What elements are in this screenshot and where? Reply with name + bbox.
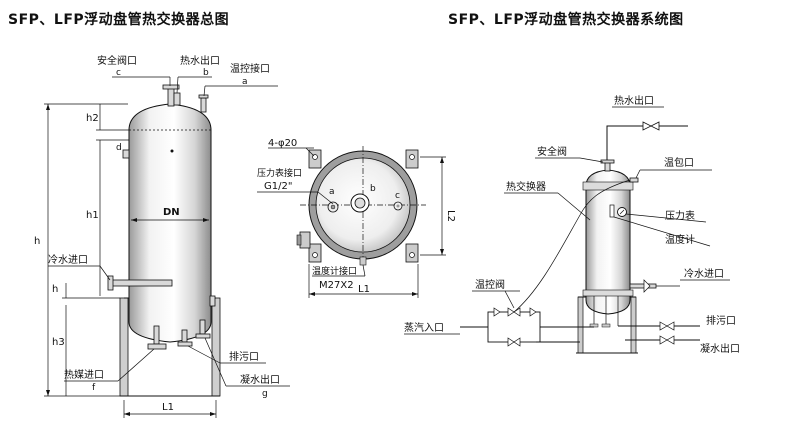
label-h3: h3 [52, 337, 65, 348]
label-g: g [262, 389, 268, 399]
label-holes: 4-φ20 [268, 138, 297, 149]
port-d [122, 149, 130, 159]
label-a-top: a [329, 187, 335, 197]
label-drain-outlet: 排污口 [229, 350, 259, 363]
label-thread: G1/2" [264, 181, 292, 192]
label-a: a [242, 77, 248, 87]
top-view: 4-φ20 压力表接口 G1/2" a b c L2 温度计接口 M27X2 L… [257, 138, 456, 298]
cold-water-inlet-pipe [111, 279, 173, 287]
label-heating-medium-inlet: 热媒进口 [64, 368, 104, 381]
label-drain-outlet-system: 排污口 [706, 314, 736, 327]
label-DN: DN [163, 207, 180, 218]
label-c-top: c [395, 191, 400, 201]
label-L1-top: L1 [358, 284, 370, 295]
label-d: d [116, 143, 122, 153]
label-temp-control-port: 温控接口 [230, 62, 270, 75]
label-safety-valve-port: 安全阀口 [97, 54, 137, 67]
label-h2: h2 [86, 113, 99, 124]
label-pressure-gauge: 压力表 [665, 209, 695, 222]
title-general-view: SFP、LFP浮动盘管热交换器总图 [8, 11, 229, 28]
top-nozzles [162, 84, 209, 113]
label-bulb-port: 温包口 [664, 156, 694, 169]
label-cold-water-inlet: 冷水进口 [48, 253, 88, 266]
label-safety-valve: 安全阀 [537, 145, 567, 158]
label-L2: L2 [445, 210, 456, 222]
label-f: f [92, 383, 96, 393]
label-h1: h1 [86, 210, 99, 221]
label-h-small: h [52, 284, 58, 295]
bottom-nozzles [147, 295, 216, 350]
label-b-top: b [370, 184, 376, 194]
system-vessel [585, 169, 631, 315]
label-hot-water-outlet-system: 热水出口 [614, 94, 654, 107]
label-thermometer: 温度计 [665, 233, 695, 246]
vessel-body [128, 103, 212, 343]
label-heat-exchanger: 热交换器 [506, 180, 546, 193]
label-b: b [203, 68, 209, 78]
label-h: h [34, 236, 40, 247]
label-pressure-gauge-port: 压力表接口 [257, 167, 302, 179]
label-thread2: M27X2 [319, 280, 354, 291]
label-L1-general: L1 [162, 402, 174, 413]
label-cold-water-inlet-system: 冷水进口 [684, 267, 724, 280]
label-temp-control-valve: 温控阀 [475, 278, 505, 291]
general-view: DN h h2 h1 h h3 L1 安全阀口 c [34, 54, 290, 418]
label-c: c [116, 68, 121, 78]
label-condensate-outlet-system: 凝水出口 [700, 342, 740, 355]
label-steam-inlet: 蒸汽入口 [404, 321, 444, 334]
label-condensate-outlet: 凝水出口 [240, 373, 280, 386]
label-thermometer-port: 温度计接口 [312, 265, 357, 277]
label-hot-water-outlet: 热水出口 [180, 54, 220, 67]
system-view: 热水出口 安全阀 温包口 热交换器 压力表 温度计 温控阀 冷水进口 蒸汽入口 … [404, 94, 740, 355]
title-system-view: SFP、LFP浮动盘管热交换器系统图 [448, 11, 684, 28]
port-e [170, 149, 174, 153]
